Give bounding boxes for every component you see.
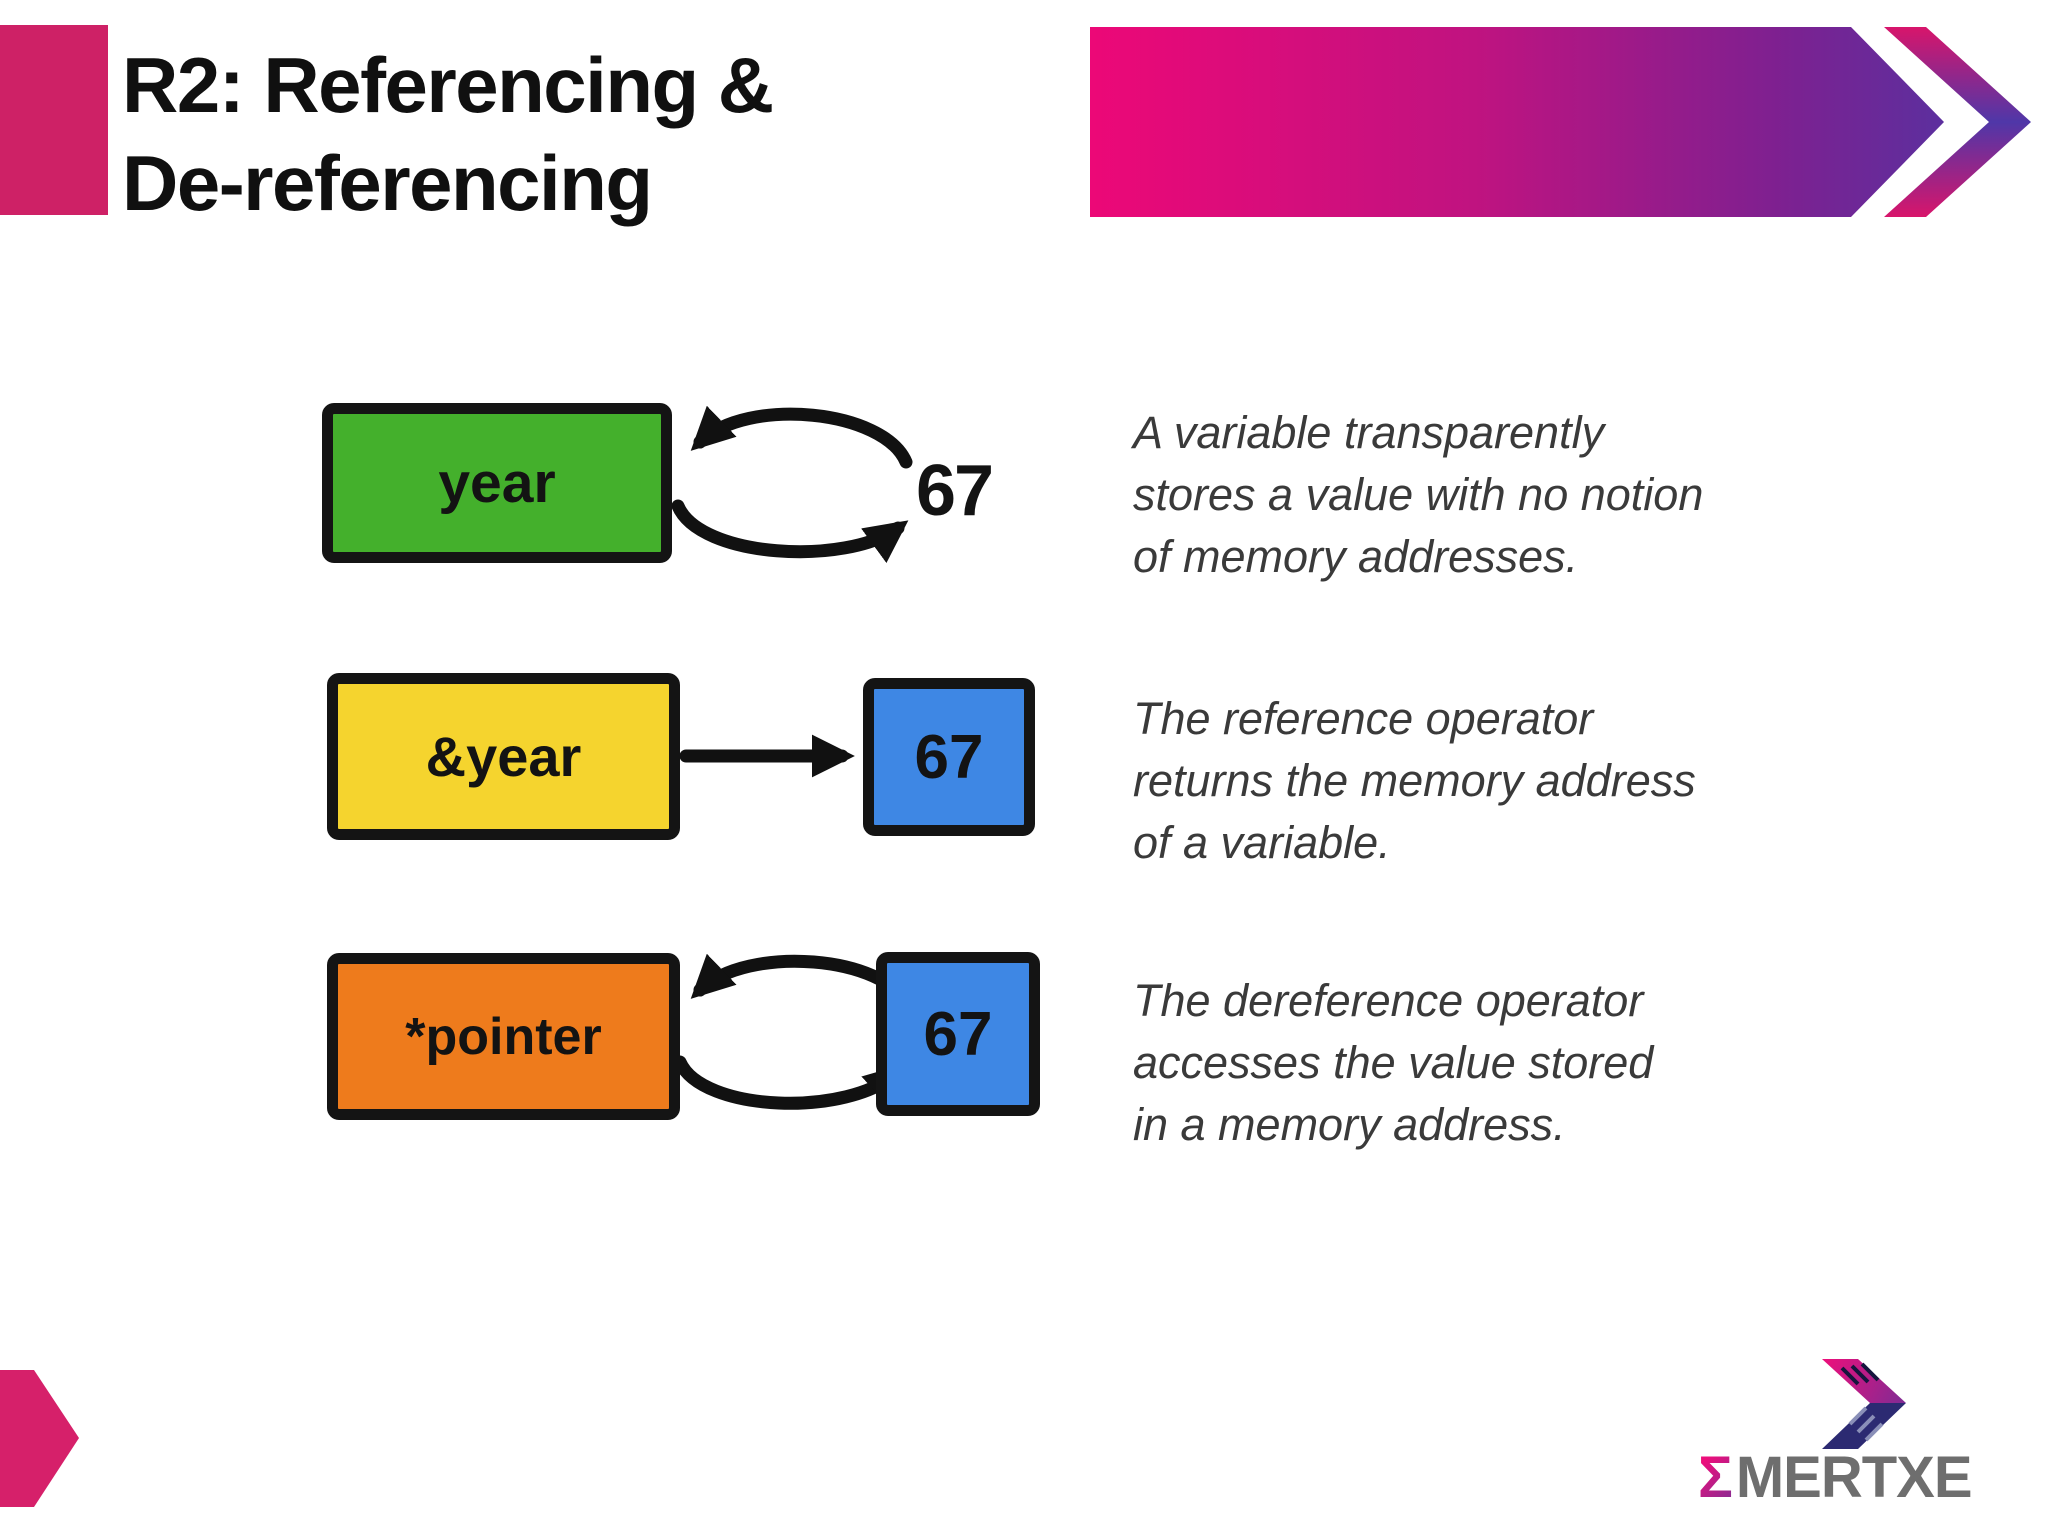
loop-arrow-bottom-row3 [673,1055,908,1110]
footer-accent-pentagon [0,1370,79,1507]
variable-box-refyear: &year [327,673,680,840]
header-banner-arrow [1090,27,1944,217]
caption-reference: The reference operator returns the memor… [1133,693,1696,868]
loop-arrow-top-row1 [690,405,913,469]
logo-name-text: MERTXE [1735,1445,1973,1510]
value-label-row1: 67 [915,451,994,531]
variable-box-pointer: *pointer [327,953,680,1120]
loop-arrow-bottom-row1 [671,499,909,564]
logo-sigma-glyph: Σ [1698,1445,1736,1510]
header-chevron-icon [1884,27,2031,217]
value-box-row2-label: 67 [914,722,984,792]
value-box-row3: 67 [876,952,1040,1116]
value-box-row2: 67 [863,678,1035,836]
title-accent-bar [0,25,108,215]
loop-arrows-row1 [671,405,913,564]
logo-mark-upper-stroke [1822,1359,1906,1403]
variable-box-year-label: year [438,451,556,515]
loop-arrows-row3 [673,953,915,1110]
variable-box-year: year [322,403,672,563]
logo-mark-upper-slashes [1840,1362,1880,1386]
caption-variable: A variable transparently stores a value … [1133,407,1704,582]
caption-dereference: The dereference operator accesses the va… [1133,975,1654,1150]
logo-mark-lower-slashes [1848,1406,1884,1442]
variable-box-pointer-label: *pointer [405,1007,602,1066]
value-box-row3-label: 67 [923,999,993,1069]
page-title: R2: Referencing & De-referencing [122,41,774,227]
emertxe-logo-mark [1822,1359,1906,1449]
logo-mark-lower-stroke [1822,1403,1906,1449]
emertxe-logo-wordmark: ΣMERTXE [1698,1444,1972,1511]
variable-box-refyear-label: &year [425,725,582,788]
